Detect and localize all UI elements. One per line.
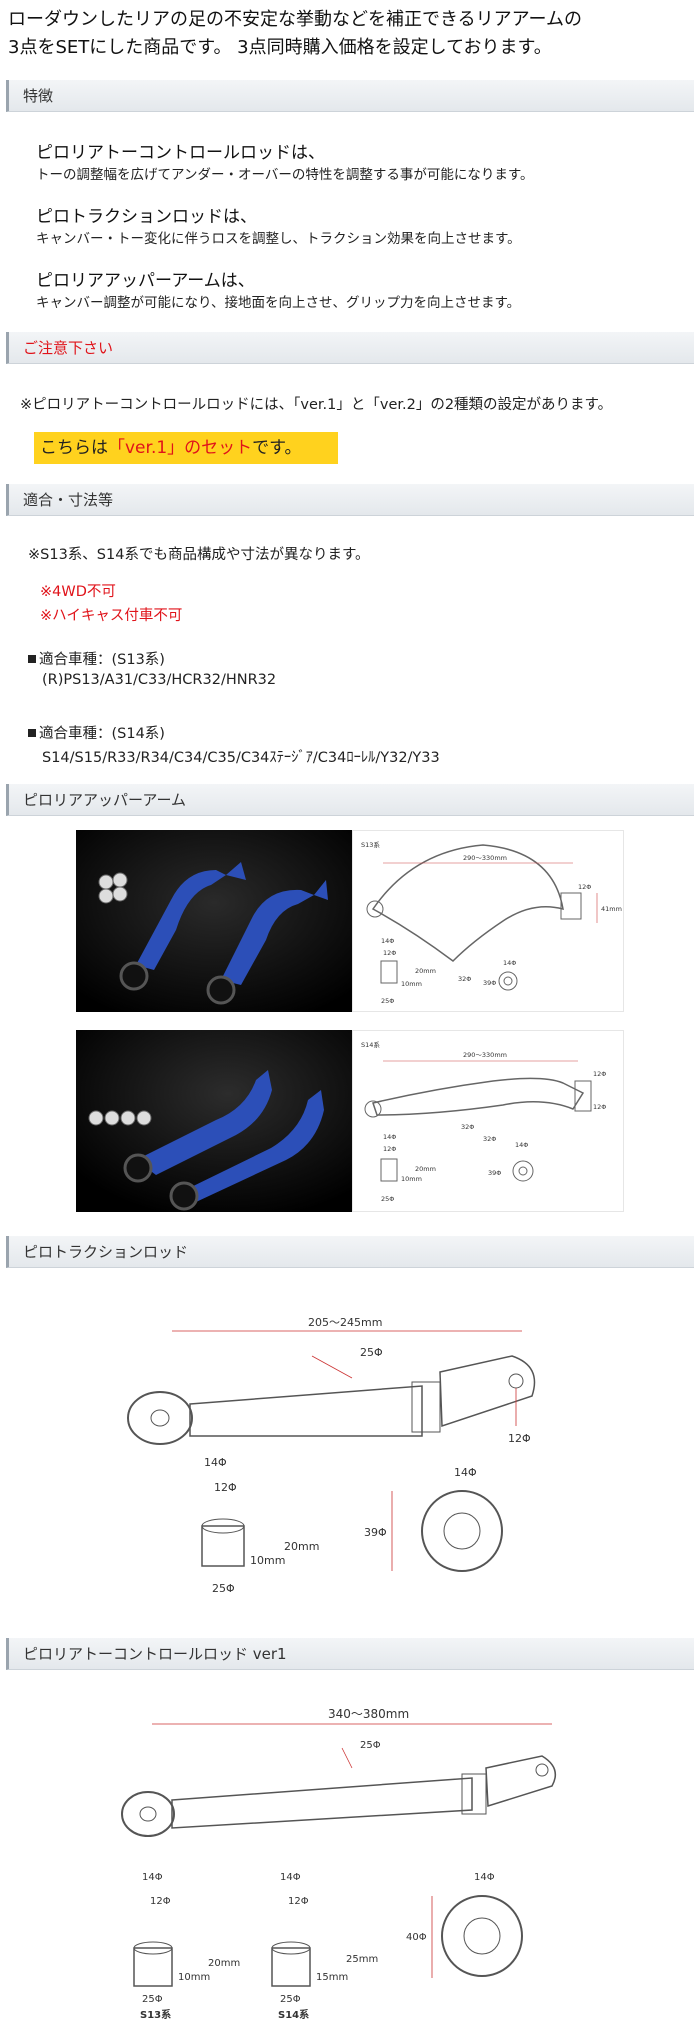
warn-hicas: ※ハイキャス付車不可 xyxy=(40,608,183,624)
traction-d25: 25Φ xyxy=(360,1346,383,1359)
intro-line-2: 3点をSETにした商品です。 3点同時購入価格を設定しております。 xyxy=(8,37,552,58)
traction-rod-drawing: 205～245mm 25Φ 12Φ 14Φ 12Φ 20mm 10mm 25Φ … xyxy=(112,1286,586,1616)
feature-title-upper-arm: ピロリアアッパーアームは、 xyxy=(36,271,255,291)
toe-s14-d14: 14Φ xyxy=(280,1872,301,1883)
s14-h10: 10mm xyxy=(401,1175,422,1183)
s13-h10: 10mm xyxy=(401,980,422,988)
traction-d14: 14Φ xyxy=(204,1456,227,1469)
toe-d25: 25Φ xyxy=(360,1740,381,1751)
toe-s14-h15: 15mm xyxy=(316,1972,348,1983)
toe-d14: 14Φ xyxy=(474,1872,495,1883)
traction-d12: 12Φ xyxy=(508,1432,531,1445)
s13-label-text: 適合車種：(S13系) xyxy=(39,652,165,668)
s13-label: 適合車種：(S13系) xyxy=(28,648,165,669)
version-highlight: こちらは「ver.1」のセットです。 xyxy=(34,432,338,464)
section-header-features: 特徴 xyxy=(6,80,694,112)
traction-d25b: 25Φ xyxy=(212,1582,235,1595)
s14-d14: 14Φ xyxy=(383,1133,396,1141)
toe-s13-d12: 12Φ xyxy=(150,1896,171,1907)
s14-label-text: 適合車種：(S14系) xyxy=(39,726,165,742)
highlight-red: 「ver.1」のセット xyxy=(108,438,253,458)
traction-d14b: 14Φ xyxy=(454,1466,477,1479)
s14-models: S14/S15/R33/R34/C34/C35/C34ｽﾃｰｼﾞｱ/C34ﾛｰﾚ… xyxy=(42,750,440,766)
feature-title-toe: ピロリアトーコントロールロッドは、 xyxy=(36,143,325,163)
toe-d40: 40Φ xyxy=(406,1932,427,1943)
s13-tag: S13系 xyxy=(361,840,380,849)
toe-s14-h25: 25mm xyxy=(346,1954,378,1965)
s13-d12b: 12Φ xyxy=(383,949,396,957)
upper-arm-s13-drawing: S13系 290～330mm 12Φ 41mm 14Φ 12Φ 10mm 20m… xyxy=(352,830,624,1012)
s13-h41: 41mm xyxy=(601,905,622,913)
s13-d39: 39Φ xyxy=(483,979,496,987)
toe-length: 340～380mm xyxy=(328,1707,409,1721)
feature-desc-toe: トーの調整幅を広げてアンダー・オーバーの特性を調整する事が可能になります。 xyxy=(36,167,534,183)
s14-d12b: 12Φ xyxy=(593,1103,606,1111)
highlight-post: です。 xyxy=(252,438,302,458)
section-header-upper-arm: ピロリアアッパーアーム xyxy=(6,784,694,816)
intro-line-1: ローダウンしたリアの足の不安定な挙動などを補正できるリアアームの xyxy=(8,9,583,30)
traction-h10: 10mm xyxy=(250,1554,285,1567)
toe-s13-d14: 14Φ xyxy=(142,1872,163,1883)
toe-s14-d12: 12Φ xyxy=(288,1896,309,1907)
upper-arm-s14-drawing: S14系 290～330mm 12Φ 12Φ 14Φ 12Φ 10mm 20mm… xyxy=(352,1030,624,1212)
section-header-traction: ピロトラクションロッド xyxy=(6,1236,694,1268)
traction-d39: 39Φ xyxy=(364,1526,387,1539)
s14-d12: 12Φ xyxy=(593,1070,606,1078)
s14-label: 適合車種：(S14系) xyxy=(28,722,165,743)
s14-d32b: 32Φ xyxy=(483,1135,496,1143)
s14-d12c: 12Φ xyxy=(383,1145,396,1153)
toe-s13-tag: S13系 xyxy=(140,2008,171,2021)
s13-length: 290～330mm xyxy=(463,854,507,862)
fitment-note: ※S13系、S14系でも商品構成や寸法が異なります。 xyxy=(28,547,370,563)
section-header-caution: ご注意下さい xyxy=(6,332,694,364)
s14-length: 290～330mm xyxy=(463,1051,507,1059)
toe-rod-drawing: 340～380mm 25Φ 14Φ 12Φ 20mm 10mm 25Φ S13系… xyxy=(112,1688,586,2026)
s13-models: (R)PS13/A31/C33/HCR32/HNR32 xyxy=(42,672,277,688)
traction-length: 205～245mm xyxy=(308,1316,382,1329)
s13-d12: 12Φ xyxy=(578,883,591,891)
feature-desc-traction: キャンバー・トー変化に伴うロスを調整し、トラクション効果を向上させます。 xyxy=(36,231,521,247)
toe-s13-h20: 20mm xyxy=(208,1958,240,1969)
s13-d25: 25Φ xyxy=(381,997,394,1005)
feature-title-traction: ピロトラクションロッドは、 xyxy=(36,207,257,227)
s14-d25: 25Φ xyxy=(381,1195,394,1203)
version-note: ※ピロリアトーコントロールロッドには、「ver.1」と「ver.2」の2種類の設… xyxy=(20,397,613,413)
s13-d14: 14Φ xyxy=(381,937,394,945)
s13-d14b: 14Φ xyxy=(503,959,516,967)
s13-h20: 20mm xyxy=(415,967,436,975)
bullet-square xyxy=(28,655,36,663)
feature-desc-upper-arm: キャンバー調整が可能になり、接地面を向上させ、グリップ力を向上させます。 xyxy=(36,295,521,311)
warn-4wd: ※4WD不可 xyxy=(40,584,116,600)
s14-d32: 32Φ xyxy=(461,1123,474,1131)
s14-d14b: 14Φ xyxy=(515,1141,528,1149)
upper-arm-s13-photo xyxy=(76,830,352,1012)
traction-h20: 20mm xyxy=(284,1540,319,1553)
toe-s14-tag: S14系 xyxy=(278,2008,309,2021)
s14-h20: 20mm xyxy=(415,1165,436,1173)
section-header-toe: ピロリアトーコントロールロッド ver1 xyxy=(6,1638,694,1670)
section-header-fitment: 適合・寸法等 xyxy=(6,484,694,516)
toe-s14-d25: 25Φ xyxy=(280,1994,301,2005)
traction-d12b: 12Φ xyxy=(214,1481,237,1494)
toe-s13-h10: 10mm xyxy=(178,1972,210,1983)
s14-d39: 39Φ xyxy=(488,1169,501,1177)
s14-tag: S14系 xyxy=(361,1040,380,1049)
toe-s13-d25: 25Φ xyxy=(142,1994,163,2005)
s13-d32: 32Φ xyxy=(458,975,471,983)
upper-arm-s14-photo xyxy=(76,1030,352,1212)
intro-text: ローダウンしたリアの足の不安定な挙動などを補正できるリアアームの 3点をSETに… xyxy=(8,6,694,62)
highlight-pre: こちらは xyxy=(40,438,108,458)
bullet-square xyxy=(28,729,36,737)
